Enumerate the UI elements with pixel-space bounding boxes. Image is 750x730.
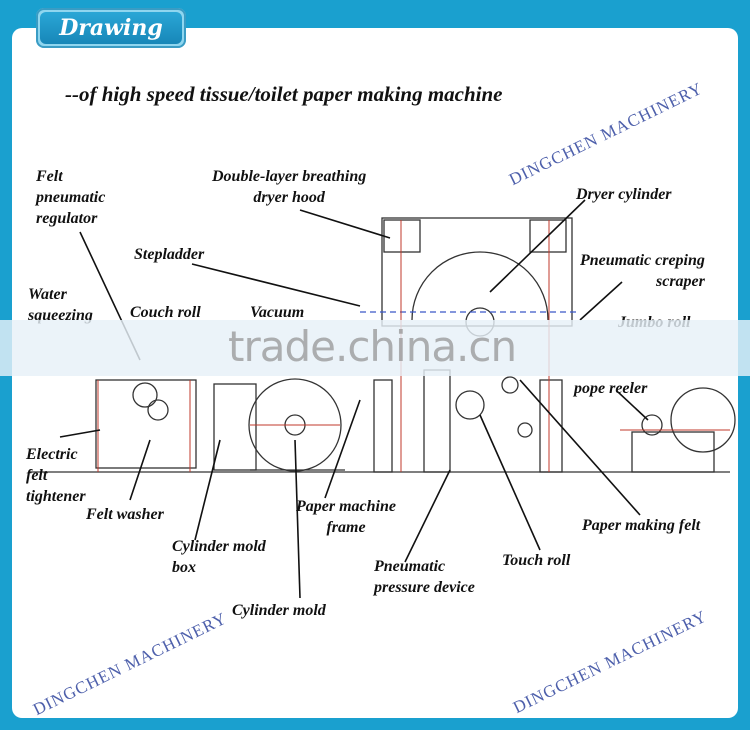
label-machine-frame: Paper machine frame bbox=[296, 498, 396, 536]
dryer-cylinder bbox=[411, 251, 549, 321]
label-pope-reeler: pope reeler bbox=[574, 380, 648, 397]
label-water-squeezing: Water squeezing bbox=[28, 286, 93, 324]
cylinder-mold bbox=[248, 378, 342, 472]
label-dryer-cylinder: Dryer cylinder bbox=[576, 186, 672, 203]
subtitle: --of high speed tissue/toilet paper maki… bbox=[65, 82, 503, 106]
label-touch-roll: Touch roll bbox=[502, 552, 571, 569]
label-stepladder: Stepladder bbox=[134, 246, 205, 263]
tab-label: Drawing bbox=[59, 15, 163, 41]
jumbo-roll bbox=[670, 387, 736, 453]
watermark-band bbox=[0, 320, 750, 376]
label-couch-roll: Couch roll bbox=[130, 304, 201, 321]
cylinder-mold-box bbox=[213, 383, 257, 471]
label-pressure-device: Pneumatic pressure device bbox=[374, 558, 475, 596]
label-vacuum: Vacuum bbox=[250, 304, 305, 321]
label-creping-scraper: Pneumatic creping scraper bbox=[580, 252, 705, 290]
label-electric-felt-tightener: Electric felt tightener bbox=[26, 446, 86, 505]
label-felt-washer: Felt washer bbox=[86, 506, 164, 523]
watermark-center: trade.china.cn bbox=[228, 322, 517, 371]
drawing-tab: Drawing bbox=[36, 8, 186, 48]
label-dryer-hood: Double-layer breathing dryer hood bbox=[212, 168, 367, 206]
dryer-hood bbox=[381, 217, 573, 327]
label-cylinder-mold: Cylinder mold bbox=[232, 602, 326, 619]
label-felt-regulator: Felt pneumatic regulator bbox=[36, 168, 106, 227]
label-cylinder-mold-box: Cylinder mold box bbox=[172, 538, 266, 576]
label-making-felt: Paper making felt bbox=[582, 517, 701, 534]
